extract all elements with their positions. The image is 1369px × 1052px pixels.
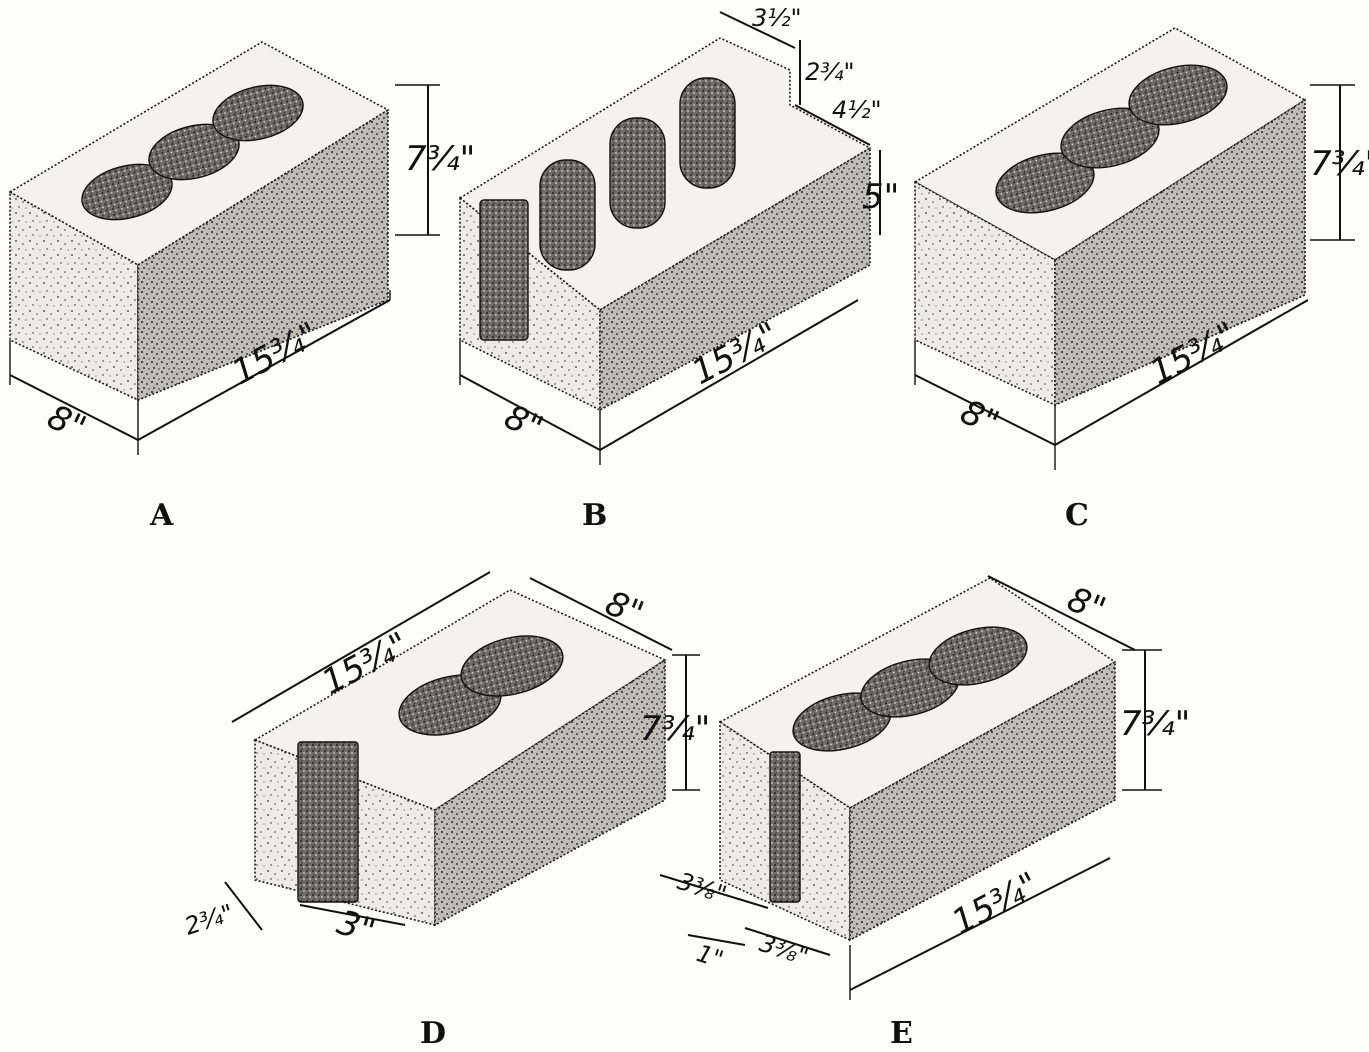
block-d-slot-depth-label: 2¾" [181, 899, 237, 941]
block-d-slot-depth-dim [224, 881, 263, 931]
block-b-notch-width-dim [719, 11, 796, 49]
figure-label-e: E [890, 1016, 913, 1051]
block-b-length-dim [599, 299, 859, 451]
block-a-length-dim [137, 299, 391, 441]
block-a-height-label: 7¾" [405, 139, 475, 179]
block-a-core-1 [81, 163, 173, 221]
block-e-offset-label: 1" [693, 939, 727, 974]
block-e-slot-a-dim [659, 874, 769, 909]
block-b-step-dim [794, 104, 871, 146]
block-b-width-dim [459, 374, 601, 451]
block-d-core-2 [460, 635, 564, 697]
block-d-side-face [434, 658, 666, 927]
block-b-width-label: 8" [498, 397, 549, 449]
block-b-height-label: 5" [862, 177, 899, 217]
block-d-slot-width-dim [299, 904, 406, 926]
block-c-core-3 [1128, 64, 1228, 126]
block-d-length-dim [231, 571, 491, 723]
block-c-length-dim [1054, 299, 1309, 446]
block-e-width-label: 8" [1062, 579, 1112, 630]
block-e-side-face [849, 660, 1116, 942]
block-a-end-face [9, 190, 139, 402]
block-a-core-3 [212, 84, 304, 142]
block-b-core-1 [539, 159, 596, 271]
block-c-height-label: 7¾" [1310, 144, 1369, 184]
block-e: 8" 7¾" 15¾" 3⅜" 3⅜" 1" E [659, 575, 1190, 1051]
block-e-length-dim [849, 857, 1111, 991]
block-b-side-face [599, 146, 871, 412]
block-e-slot-b-dim [744, 927, 831, 956]
block-a: 8" 15¾" 7¾" A [8, 41, 475, 533]
block-b-notch [479, 199, 529, 341]
figure-label-c: C [1065, 498, 1089, 533]
block-c-width-label: 8" [954, 392, 1005, 444]
block-e-width-dim [987, 575, 1136, 651]
block-b-notch-depth-label: 2¾" [805, 58, 855, 86]
block-a-width-dim [9, 374, 139, 441]
block-c-width-dim [914, 374, 1056, 446]
block-c-side-face [1054, 98, 1306, 407]
block-e-slot-b-label: 3⅜" [756, 929, 812, 971]
block-e-core-3 [928, 626, 1028, 686]
block-e-slot [769, 751, 801, 903]
block-b-core-3 [679, 77, 736, 189]
figure-label-b: B [582, 498, 607, 533]
block-b-notch-width-label: 3½" [752, 4, 802, 32]
block-c-core-2 [1060, 107, 1160, 169]
block-d-height-label: 7¾" [640, 709, 710, 749]
block-d-width-label: 8" [600, 583, 650, 634]
block-a-width-label: 8" [41, 397, 92, 449]
figure-label-a: A [149, 498, 174, 533]
block-e-height-label: 7¾" [1120, 704, 1190, 744]
block-c: 8" 15¾" 7¾" C [913, 27, 1369, 533]
block-d: 15¾" 8" 7¾" 3" 2¾" D [181, 571, 710, 1051]
block-b-core-2 [609, 117, 666, 229]
block-b: 8" 15¾" 3½" 2¾" 4½" 5" B [458, 4, 899, 533]
block-d-width-dim [529, 577, 673, 651]
figure-label-d: D [420, 1016, 446, 1051]
block-e-offset-dim [687, 934, 746, 946]
block-c-core-1 [995, 152, 1095, 214]
block-b-step-label: 4½" [832, 96, 882, 124]
block-d-slot [297, 741, 359, 903]
